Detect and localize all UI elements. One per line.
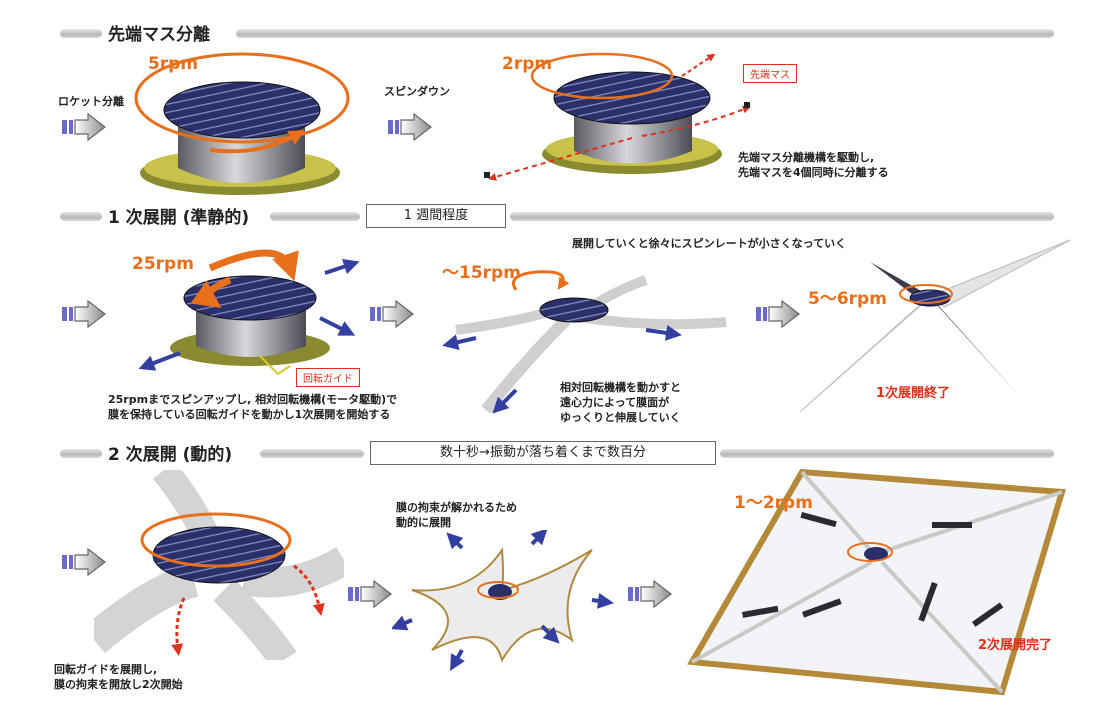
section-3-title: 2 次展開 (動的)	[108, 445, 233, 465]
primary-deploy-description: 相対回転機構を動かすと 遠心力によって膜面が ゆっくりと伸展していく	[560, 381, 681, 424]
rpm-label-2: 2rpm	[502, 54, 553, 74]
section-2-pipe-left	[60, 212, 102, 221]
membrane-primary-complete-illustration	[799, 239, 1071, 413]
rotation-guide-tag: 回転ガイド	[296, 368, 360, 387]
secondary-deploy-complete-label: 2次展開完了	[978, 638, 1053, 653]
spacecraft-drum-illustration	[134, 52, 350, 195]
process-arrow-icon	[388, 113, 432, 141]
rpm-label-5-6: 5～6rpm	[808, 289, 887, 309]
section-2-title: 1 次展開 (準静的)	[108, 208, 250, 228]
section-3-duration: 数十秒→振動が落ち着くまで数百分	[370, 441, 716, 465]
section-1-pipe-left	[60, 29, 102, 38]
process-arrow-icon	[348, 580, 392, 608]
process-arrow-icon	[62, 113, 106, 141]
section-2-pipe-mid	[270, 212, 360, 221]
process-arrow-icon	[370, 300, 414, 328]
rotation-guide-closeup-illustration	[94, 470, 344, 660]
section-2-duration: 1 週間程度	[366, 204, 506, 228]
secondary-start-description: 回転ガイドを展開し, 膜の拘束を開放し2次開始	[54, 663, 183, 691]
section-1-title: 先端マス分離	[108, 25, 210, 45]
rpm-label-25: 25rpm	[132, 254, 194, 274]
dynamic-deploy-description: 膜の拘束が解かれるため 動的に展開	[396, 501, 517, 529]
section-3-pipe-mid	[260, 449, 364, 458]
primary-deploy-complete-label: 1次展開終了	[876, 386, 951, 401]
section-3-pipe-right	[720, 449, 1054, 458]
tip-mass-description: 先端マス分離機構を駆動し, 先端マスを4個同時に分離する	[738, 151, 889, 179]
rpm-label-1-2: 1～2rpm	[734, 493, 813, 513]
spacecraft-drum-illustration	[484, 52, 751, 181]
membrane-dynamic-deploy-illustration	[392, 530, 614, 671]
section-1-pipe-right	[236, 29, 1054, 38]
process-arrow-icon	[62, 300, 106, 328]
rpm-label-5: 5rpm	[148, 54, 199, 74]
membrane-primary-deploy-illustration	[442, 270, 727, 414]
section-3-pipe-left	[60, 449, 102, 458]
spacecraft-spinup-illustration	[138, 249, 360, 376]
spinup-description: 25rpmまでスピンアップし, 相対回転機構(モータ駆動)で 膜を保持している回…	[108, 393, 398, 421]
label-rocket-separation: ロケット分離	[58, 95, 124, 108]
spin-rate-note: 展開していくと徐々にスピンレートが小さくなっていく	[572, 237, 847, 250]
rpm-label-15: ～15rpm	[442, 263, 521, 283]
process-arrow-icon	[628, 580, 672, 608]
tip-mass-tag: 先端マス	[743, 64, 797, 83]
section-2-pipe-right	[510, 212, 1054, 221]
membrane-fully-deployed-illustration	[687, 468, 1066, 696]
label-spindown: スピンダウン	[384, 85, 450, 98]
